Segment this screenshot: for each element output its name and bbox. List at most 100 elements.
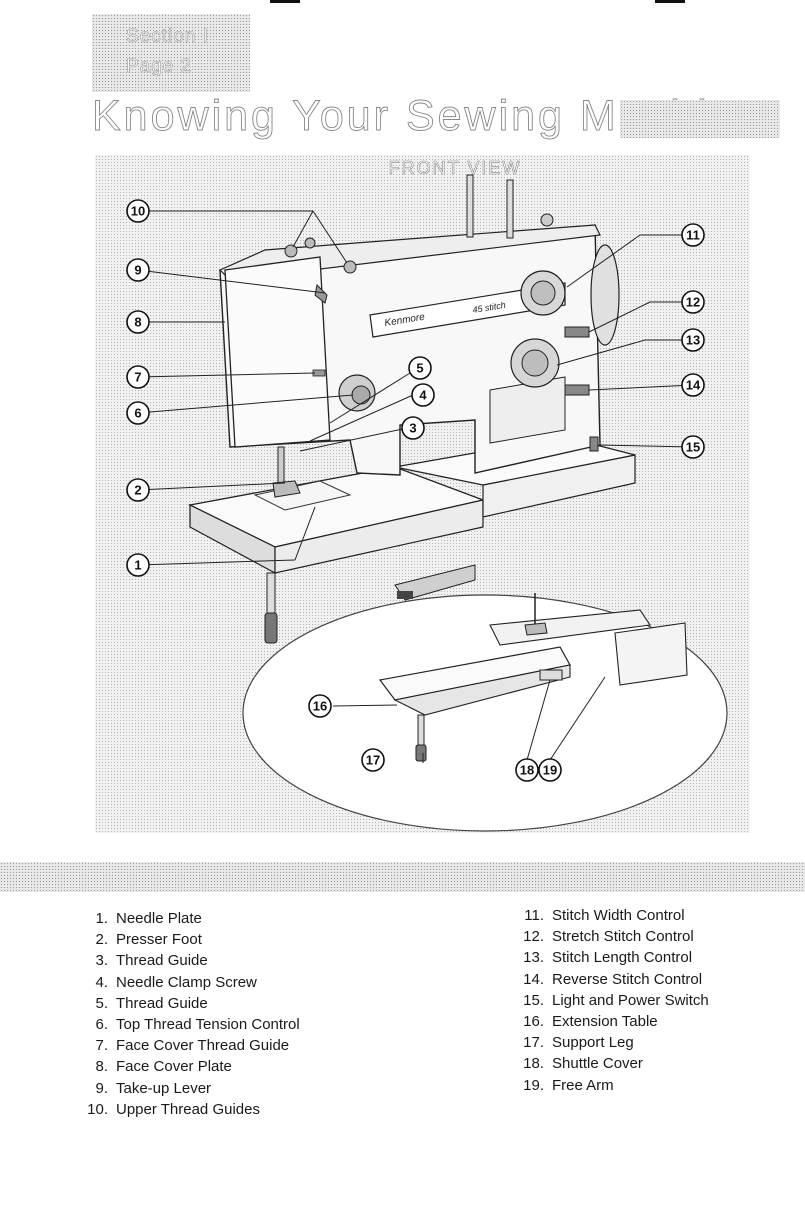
page-label: Page 2 [126,56,193,78]
legend-item-label: Stitch Length Control [552,949,693,967]
power-switch [589,436,599,452]
callout-18: 18 [515,758,539,782]
presser-foot [272,480,301,498]
callout-number: 17 [366,753,380,768]
callout-12: 12 [681,290,705,314]
legend-item-number: 17. [523,1034,544,1052]
legend-item: 2. Presser Foot [82,929,300,950]
legend-item: 7. Face Cover Thread Guide [82,1035,300,1056]
callout-7: 7 [126,365,150,389]
callout-number: 8 [134,315,141,330]
legend-item-label: Presser Foot [116,931,202,949]
legend-header-band [0,862,805,892]
legend-item: 14.Reverse Stitch Control [508,969,709,990]
legend-item-label: Shuttle Cover [552,1055,643,1073]
callout-9: 9 [126,258,150,282]
callout-number: 14 [686,378,701,393]
legend-item-label: Needle Plate [116,910,202,927]
legend-item-label: Thread Guide [116,952,208,970]
legend-item-number: 1. [95,910,108,927]
legend-item: 9.Take-up Lever [82,1078,300,1099]
legend-item-label: Stretch Stitch Control [552,928,694,946]
legend-item-number: 16. [523,1013,544,1031]
callout-3: 3 [401,416,425,440]
legend-item-number: 19. [523,1076,544,1094]
legend-item-label: Support Leg [552,1034,634,1052]
callout-15: 15 [681,435,705,459]
legend-item-label: Top Thread Tension Control [116,1016,300,1034]
legend-list-left: 1. Needle Plate 2. Presser Foot 3. Thread Gui… [82,908,300,1120]
legend-item-label: Light and Power Switch [552,991,709,1009]
handwheel [590,244,620,346]
support-leg [266,572,276,616]
legend-item-number: 7. [95,1037,108,1055]
callout-13: 13 [681,328,705,352]
page-tick-left [270,0,300,3]
legend-item-number: 13. [523,949,544,967]
legend-item: 12.Stretch Stitch Control [508,926,709,947]
callout-number: 11 [686,228,700,243]
reverse-stitch-button [564,384,590,396]
legend-item-number: 4. [95,973,108,991]
callout-10: 10 [126,199,150,223]
figure-label: FRONT VIEW [389,158,522,178]
section-box: Section I Page 2 [92,14,250,92]
face-cover-plate [224,256,331,448]
legend-item-label: Thread Guide [116,994,208,1012]
legend-item-number: 14. [523,970,544,988]
callout-4: 4 [411,383,435,407]
legend-item: 8. Face Cover Plate [82,1056,300,1077]
callout-number: 1 [134,558,141,573]
brand-panel [369,282,566,338]
page-tick-right [655,0,685,3]
legend-item-label: Needle Clamp Screw [116,973,257,991]
inset-shuttle-cover [539,669,563,681]
legend-item-number: 3. [95,952,108,970]
legend-item-number: 8. [95,1058,108,1076]
inset-free-arm [489,609,651,646]
legend-item-number: 6. [95,1016,108,1034]
legend-item-number: 2. [95,931,108,949]
section-label: Section I [126,26,209,48]
legend-item-label: Face Cover Plate [116,1058,232,1076]
legend-item-label: Free Arm [552,1076,614,1094]
callout-number: 19 [543,763,557,778]
legend-item: 3. Thread Guide [82,950,300,971]
callout-number: 18 [520,763,534,778]
stretch-stitch-button [564,326,590,338]
needle-plate [253,480,352,511]
free-arm-inset-oval [242,594,728,832]
callout-number: 13 [686,333,700,348]
legend-item-label: Face Cover Thread Guide [116,1037,290,1055]
legend-item-number: 5. [95,994,108,1012]
legend-list-right: 11. Stitch Width Control 12.Stretch Stitch… [508,905,709,1096]
callout-5: 5 [408,356,432,380]
legend-item-number: 9. [95,1079,108,1097]
legend-item-label: Upper Thread Guides [116,1100,260,1118]
callout-17: 17 [361,748,385,772]
callout-number: 3 [409,421,416,436]
title-decor-bar [620,100,780,138]
legend-item-number: 11. [524,907,544,924]
callout-6: 6 [126,401,150,425]
callout-number: 6 [134,406,141,421]
legend-item-number: 18. [523,1055,544,1073]
callout-number: 12 [686,295,700,310]
legend-item-label: Stitch Width Control [552,907,685,924]
legend-item: 11. Stitch Width Control [508,905,709,926]
legend-item-number: 10. [87,1100,108,1118]
callout-number: 9 [134,263,141,278]
legend-item: 19. Free Arm [508,1075,709,1096]
callout-number: 5 [416,361,423,376]
callout-number: 7 [134,370,141,385]
legend-item: 15.Light and Power Switch [508,990,709,1011]
front-view-panel: Kenmore 45 stitch [95,155,750,833]
callout-number: 15 [686,440,700,455]
spool-pin [506,179,514,239]
legend-item: 6. Top Thread Tension Control [82,1014,300,1035]
legend-item: 1. Needle Plate [82,908,300,929]
callout-11: 11 [681,223,705,247]
callout-number: 4 [419,388,427,403]
sewing-machine-illustration: Kenmore 45 stitch [126,158,728,832]
